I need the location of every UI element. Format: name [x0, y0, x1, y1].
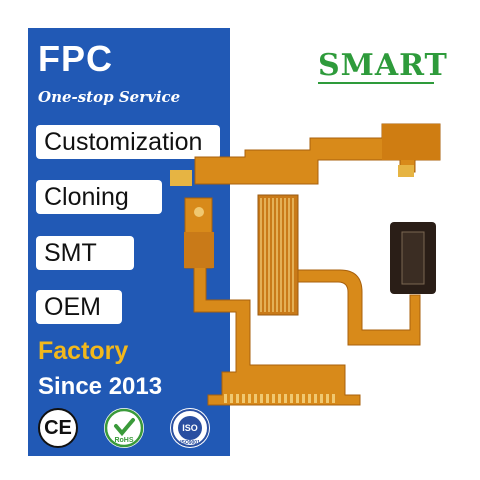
middle-flex-cable — [297, 269, 421, 346]
top-flex-tab-right — [398, 165, 414, 177]
iso-number: ISO9001 — [180, 440, 200, 446]
comb-teeth — [260, 198, 294, 312]
iso-icon: ISO ISO9001 — [170, 408, 210, 448]
ce-mark-icon: CE — [38, 408, 78, 448]
top-flex-pad-area — [382, 124, 440, 160]
iso-badge: ISO ISO9001 — [171, 409, 209, 447]
comb-connector-strip — [257, 194, 299, 316]
panel-title: FPC — [38, 38, 113, 79]
service-cloning: Cloning — [36, 180, 162, 214]
logo-text: SMART — [318, 48, 448, 83]
smart-logo: SMART — [318, 48, 448, 84]
service-customization: Customization — [36, 125, 220, 159]
service-oem: OEM — [36, 290, 122, 324]
logo-underline — [318, 82, 434, 84]
panel-tagline: One-stop Service — [38, 88, 181, 106]
ce-label: CE — [44, 416, 72, 439]
service-smt: SMT — [36, 236, 134, 270]
top-flex-tab — [170, 170, 192, 186]
iso-label: ISO — [182, 423, 198, 433]
rohs-label: RoHS — [114, 437, 133, 444]
mount-hole — [194, 207, 204, 217]
lower-flex-gold-fingers — [224, 394, 335, 403]
connector-socket — [401, 231, 425, 285]
factory-label: Factory — [38, 337, 129, 365]
rohs-icon: RoHS — [104, 408, 144, 448]
rohs-badge: RoHS — [104, 408, 144, 448]
lower-flex-cable — [184, 197, 361, 406]
lower-flex-pad-area — [184, 232, 214, 268]
since-label: Since 2013 — [38, 373, 163, 400]
